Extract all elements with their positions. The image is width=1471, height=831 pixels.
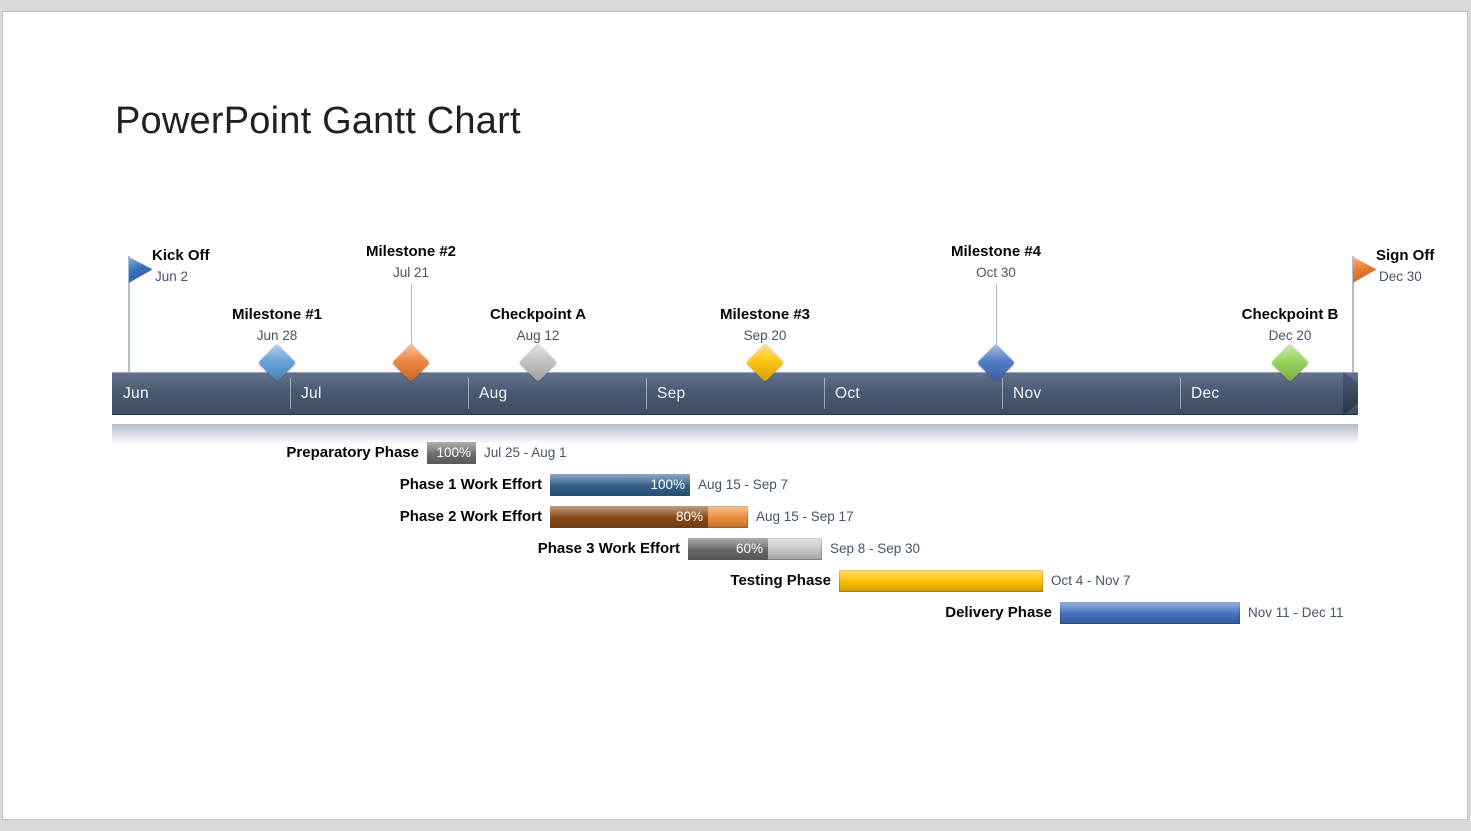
task-bar-delivery-phase bbox=[1060, 602, 1240, 624]
task-label-phase-2-work-effort: Phase 2 Work Effort bbox=[399, 508, 542, 525]
task-label-phase-1-work-effort: Phase 1 Work Effort bbox=[399, 476, 542, 493]
milestone-date-checkpoint-a: Aug 12 bbox=[516, 328, 560, 343]
task-dates-phase-1-work-effort: Aug 15 - Sep 7 bbox=[698, 477, 789, 492]
task-bar-bevel bbox=[839, 570, 1043, 592]
task-label-preparatory-phase: Preparatory Phase bbox=[286, 444, 419, 461]
month-label-nov: Nov bbox=[1013, 385, 1042, 402]
milestone-connector-milestone-2 bbox=[411, 284, 412, 350]
month-label-jun: Jun bbox=[123, 385, 149, 402]
task-dates-delivery-phase: Nov 11 - Dec 11 bbox=[1248, 605, 1344, 620]
milestone-name-checkpoint-a: Checkpoint A bbox=[489, 306, 587, 323]
page-title: PowerPoint Gantt Chart bbox=[115, 100, 521, 142]
task-bar-phase-2-work-effort: 80% bbox=[550, 506, 748, 528]
task-bar-bevel bbox=[1060, 602, 1240, 624]
milestone-name-milestone-4: Milestone #4 bbox=[950, 243, 1042, 260]
task-bar-done-phase-2-work-effort: 80% bbox=[550, 506, 708, 528]
task-dates-testing-phase: Oct 4 - Nov 7 bbox=[1051, 573, 1131, 588]
month-label-jul: Jul bbox=[301, 385, 322, 402]
task-percent-phase-3-work-effort: 60% bbox=[735, 541, 763, 556]
task-bar-preparatory-phase: 100% bbox=[427, 442, 476, 464]
milestone-name-milestone-2: Milestone #2 bbox=[365, 243, 457, 260]
milestone-name-milestone-3: Milestone #3 bbox=[719, 306, 811, 323]
milestone-date-milestone-1: Jun 28 bbox=[256, 328, 298, 343]
task-percent-phase-2-work-effort: 80% bbox=[675, 509, 703, 524]
milestone-date-checkpoint-b: Dec 20 bbox=[1268, 328, 1312, 343]
milestone-connector-milestone-4 bbox=[996, 284, 997, 350]
task-label-phase-3-work-effort: Phase 3 Work Effort bbox=[537, 540, 680, 557]
task-bar-phase-3-work-effort: 60% bbox=[688, 538, 822, 560]
task-dates-preparatory-phase: Jul 25 - Aug 1 bbox=[484, 445, 567, 460]
task-bar-done-phase-3-work-effort: 60% bbox=[688, 538, 768, 560]
timeline-bar-end-bevel bbox=[1343, 372, 1358, 415]
task-percent-preparatory-phase: 100% bbox=[436, 445, 471, 460]
timeline-reflection bbox=[112, 424, 1358, 446]
slide-canvas bbox=[2, 11, 1468, 820]
flag-pole-sign-off bbox=[1352, 256, 1354, 372]
task-bar-phase-1-work-effort: 100% bbox=[550, 474, 690, 496]
milestone-name-kick-off: Kick Off bbox=[152, 247, 210, 264]
flag-icon-kick-off bbox=[129, 257, 153, 283]
flag-pole-kick-off bbox=[128, 256, 130, 372]
milestone-date-milestone-2: Jul 21 bbox=[392, 265, 430, 280]
month-divider bbox=[646, 378, 647, 409]
milestone-date-kick-off: Jun 2 bbox=[155, 269, 189, 284]
task-bar-done-phase-1-work-effort: 100% bbox=[550, 474, 690, 496]
milestone-name-milestone-1: Milestone #1 bbox=[231, 306, 323, 323]
month-divider bbox=[290, 378, 291, 409]
task-dates-phase-2-work-effort: Aug 15 - Sep 17 bbox=[756, 509, 854, 524]
task-bar-done-preparatory-phase: 100% bbox=[427, 442, 476, 464]
task-bar-testing-phase bbox=[839, 570, 1043, 592]
month-label-sep: Sep bbox=[657, 385, 686, 402]
milestone-name-sign-off: Sign Off bbox=[1376, 247, 1435, 264]
month-divider bbox=[1002, 378, 1003, 409]
month-label-dec: Dec bbox=[1191, 385, 1220, 402]
month-divider bbox=[468, 378, 469, 409]
task-label-delivery-phase: Delivery Phase bbox=[945, 604, 1052, 621]
task-label-testing-phase: Testing Phase bbox=[730, 572, 831, 589]
month-label-oct: Oct bbox=[835, 385, 861, 402]
milestone-date-milestone-3: Sep 20 bbox=[743, 328, 787, 343]
flag-icon-sign-off bbox=[1353, 257, 1377, 283]
milestone-date-sign-off: Dec 30 bbox=[1379, 269, 1422, 284]
month-divider bbox=[824, 378, 825, 409]
task-percent-phase-1-work-effort: 100% bbox=[650, 477, 685, 492]
timeline-bar: Jun Jul Aug Sep Oct Nov Dec bbox=[112, 372, 1358, 415]
milestone-name-checkpoint-b: Checkpoint B bbox=[1241, 306, 1339, 323]
month-label-aug: Aug bbox=[479, 385, 508, 402]
milestone-date-milestone-4: Oct 30 bbox=[976, 265, 1016, 280]
month-divider bbox=[1180, 378, 1181, 409]
task-dates-phase-3-work-effort: Sep 8 - Sep 30 bbox=[830, 541, 921, 556]
